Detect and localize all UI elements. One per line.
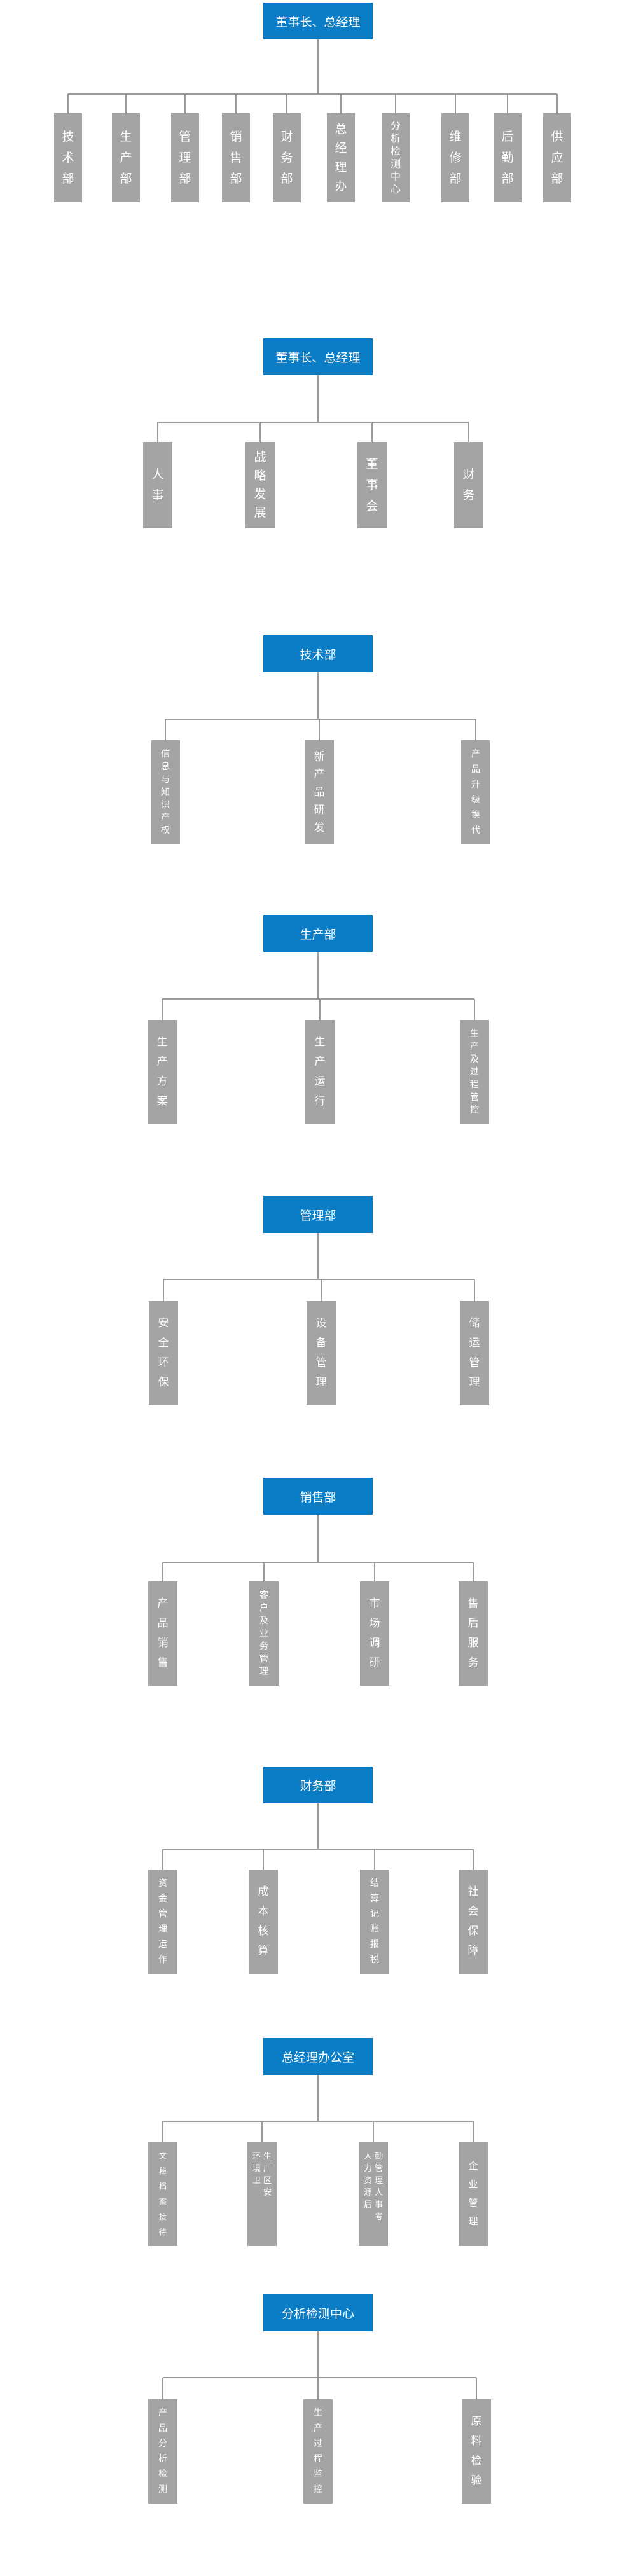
- dept-node: 储运管理: [460, 1301, 489, 1405]
- section-head: 技术部: [263, 635, 373, 672]
- dept-node: 生产方案: [148, 1020, 177, 1124]
- section-head: 销售部: [263, 1478, 373, 1515]
- dept-node: 技术部: [54, 113, 82, 202]
- dept-node: 产品销售: [148, 1581, 177, 1686]
- dept-node: 生产过程监控: [303, 2399, 333, 2504]
- dept-node: 结算记账报税: [360, 1870, 389, 1974]
- dept-node: 生产及过程管控: [460, 1020, 489, 1124]
- dept-node: 维修部: [441, 113, 469, 202]
- dept-node: 文秘档案接待: [148, 2142, 177, 2246]
- section-head: 生产部: [263, 915, 373, 952]
- dept-node: 后勤部: [494, 113, 522, 202]
- dept-node: 销售部: [222, 113, 250, 202]
- section-head: 董事长、总经理: [263, 338, 373, 375]
- dept-node: 财务部: [273, 113, 301, 202]
- dept-node: 管理部: [171, 113, 199, 202]
- dept-node: 生产运行: [305, 1020, 335, 1124]
- dept-node: 客户及业务管理: [249, 1581, 279, 1686]
- dept-node: 人力资源后勤管理人事考: [359, 2142, 388, 2246]
- dept-node: 分析检测中心: [382, 113, 410, 202]
- dept-node: 市场调研: [360, 1581, 389, 1686]
- section-head: 分析检测中心: [263, 2294, 373, 2331]
- dept-node: 人事: [143, 442, 172, 528]
- dept-node: 环境卫生厂区安: [247, 2142, 277, 2246]
- section-head: 管理部: [263, 1196, 373, 1233]
- dept-node: 成本核算: [249, 1870, 278, 1974]
- section-head: 总经理办公室: [263, 2038, 373, 2075]
- dept-node: 供应部: [543, 113, 571, 202]
- dept-node: 资金管理运作: [148, 1870, 177, 1974]
- dept-node: 总经理办: [327, 113, 355, 202]
- dept-node: 新产品研发: [305, 740, 334, 844]
- dept-node: 企业管理: [459, 2142, 488, 2246]
- dept-node: 财务: [454, 442, 483, 528]
- dept-node: 设备管理: [307, 1301, 336, 1405]
- dept-node: 信息与知识产权: [151, 740, 180, 844]
- section-head: 董事长、总经理: [263, 3, 373, 39]
- dept-node: 战略发展: [245, 442, 275, 528]
- dept-node: 产品升级换代: [461, 740, 490, 844]
- section-head: 财务部: [263, 1767, 373, 1803]
- dept-node: 安全环保: [149, 1301, 178, 1405]
- dept-node: 原料检验: [462, 2399, 491, 2504]
- dept-node: 社会保障: [459, 1870, 488, 1974]
- dept-node: 产品分析检测: [148, 2399, 177, 2504]
- dept-node: 董事会: [357, 442, 387, 528]
- dept-node: 售后服务: [459, 1581, 488, 1686]
- dept-node: 生产部: [112, 113, 140, 202]
